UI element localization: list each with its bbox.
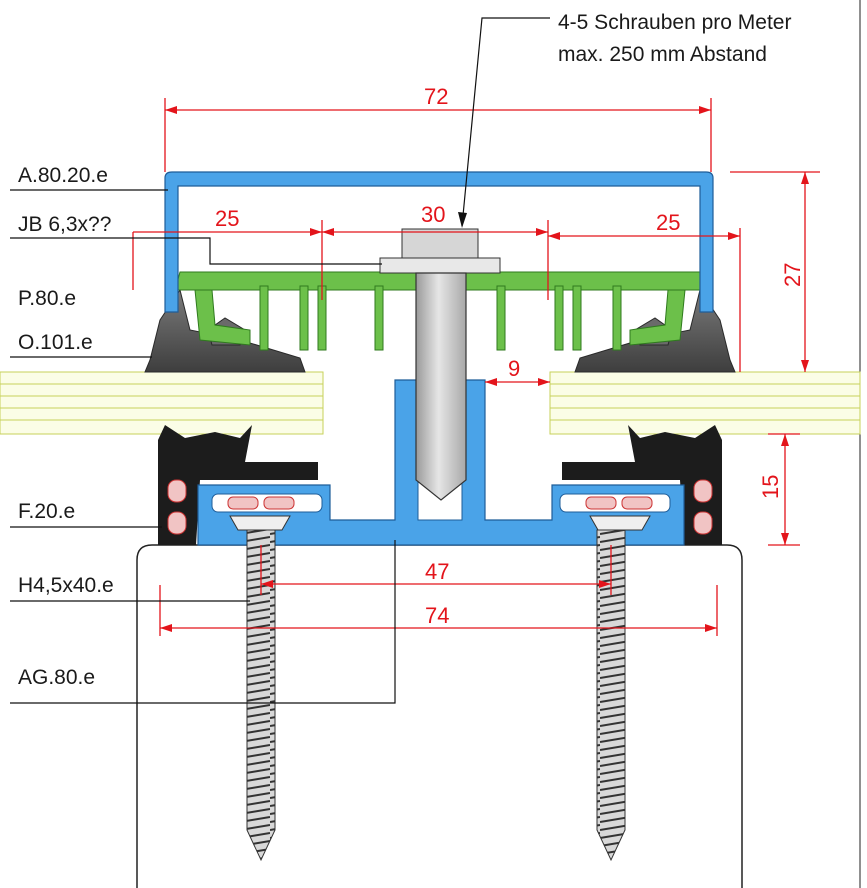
label-pressure-profile: P.80.e	[18, 287, 76, 310]
dim-height-bottom: 15	[758, 475, 783, 499]
glazing-panel-left	[0, 371, 324, 435]
note-line-2: max. 250 mm Abstand	[558, 43, 767, 66]
leader-lines	[10, 17, 550, 704]
label-base-profile: AG.80.e	[18, 666, 95, 689]
bottom-seal-left	[158, 425, 318, 545]
center-bolt	[379, 228, 501, 501]
dim-left-span: 25	[215, 206, 239, 231]
label-wood-screw: H4,5x40.e	[18, 574, 114, 597]
cover-profile	[164, 171, 714, 313]
wood-screw-left	[229, 515, 291, 862]
dim-gap: 9	[508, 356, 520, 381]
wood-screw-right	[589, 515, 651, 862]
bottom-seal-right	[562, 425, 722, 545]
label-screw-jb: JB 6,3x??	[18, 213, 111, 236]
label-bottom-profile: F.20.e	[18, 500, 75, 523]
label-cover-profile: A.80.20.e	[18, 164, 108, 187]
timber-beam	[136, 544, 743, 888]
glazing-panel-right	[549, 371, 861, 435]
dim-screw-spacing: 47	[425, 559, 449, 584]
note-line-1: 4-5 Schrauben pro Meter	[558, 11, 791, 34]
dim-overall-width: 72	[424, 84, 448, 109]
dim-right-span: 25	[656, 210, 680, 235]
label-gasket-top: O.101.e	[18, 331, 93, 354]
dimension-lines	[132, 98, 820, 636]
dim-base-width: 74	[425, 603, 449, 628]
dim-height-top: 27	[780, 263, 805, 287]
dim-center-span: 30	[421, 202, 445, 227]
